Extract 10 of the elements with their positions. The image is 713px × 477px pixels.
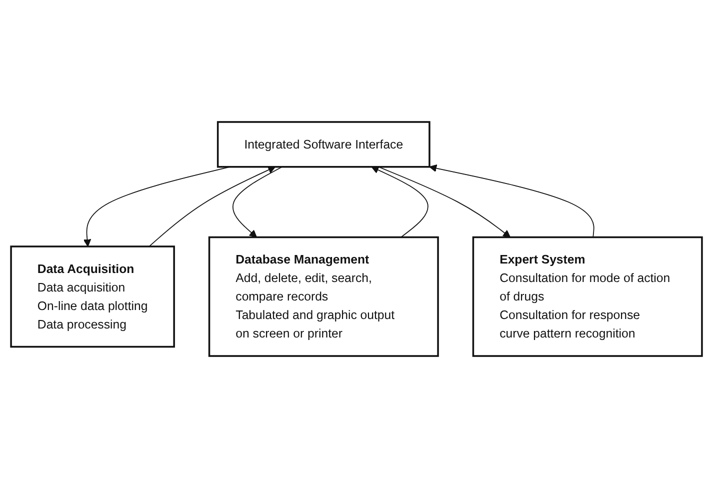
node-box: Data Acquisition Data acquisition On-line data plotting Data processing [10,245,175,348]
node-box: Expert System Consultation for mode of action of drugs Consultation for response curve pattern recognition [472,236,703,356]
arrow [232,166,283,238]
arrow [429,164,594,238]
arrow [371,166,428,238]
arrow [83,166,231,246]
arrow [148,166,276,246]
node-box: Database Management Add, delete, edit, search, compare records Tabulated and graphic output on screen or printer [208,236,439,356]
arrow [378,166,511,238]
node-box: Integrated Software Interface [216,120,430,168]
